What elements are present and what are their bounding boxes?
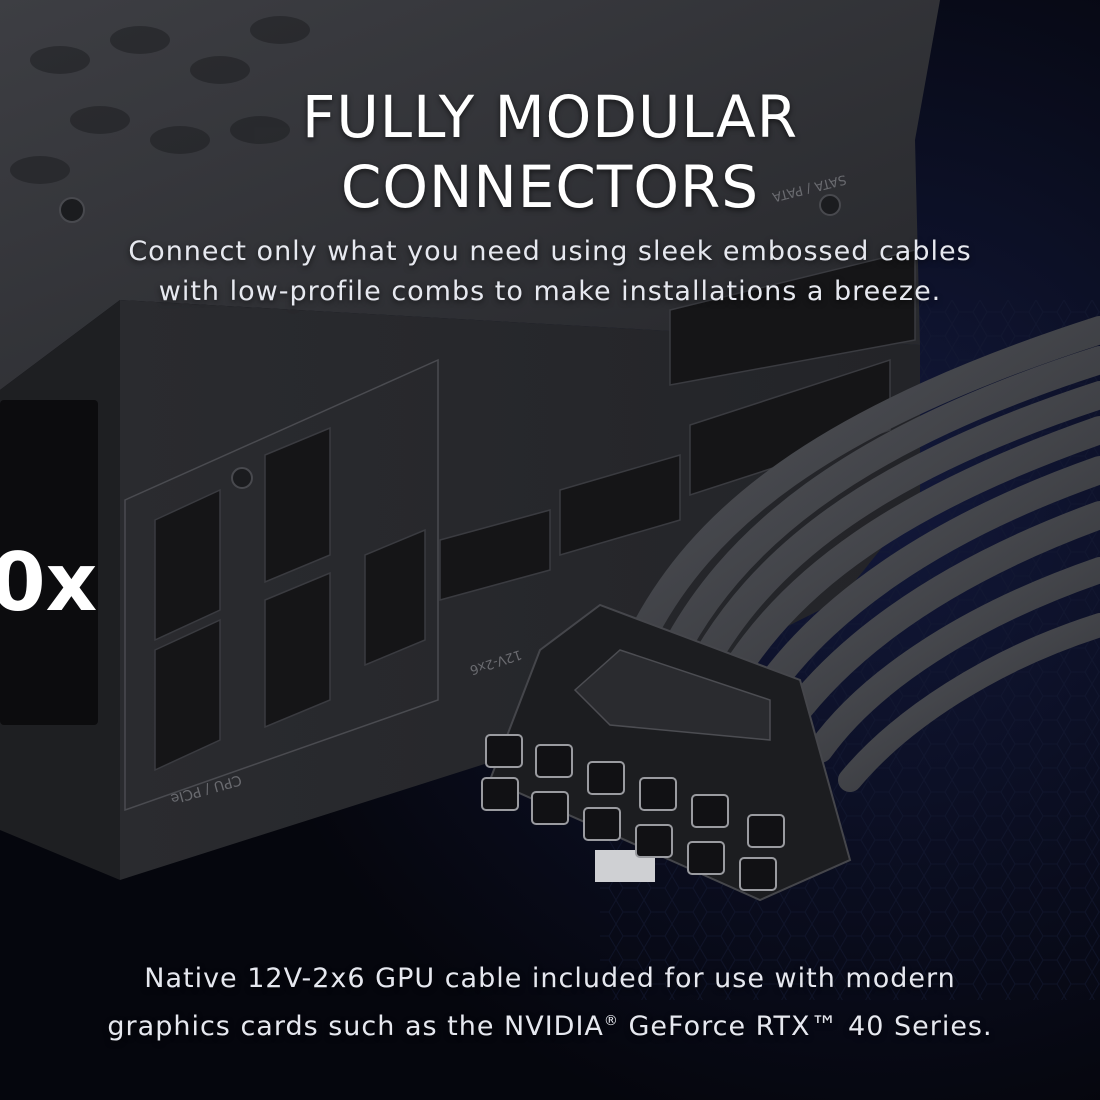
pcie-socket: [154, 618, 221, 772]
model-label-panel: [0, 400, 98, 725]
footnote-line-2-end: GeForce RTX™ 40 Series.: [618, 1011, 993, 1042]
cable-strand: [838, 613, 1100, 792]
title-line-1: FULLY MODULAR: [301, 83, 799, 151]
connector-pin: [485, 734, 523, 768]
gpu-cable-bundle: [626, 316, 1100, 792]
connector-pin: [687, 841, 725, 875]
connector-pin: [635, 824, 673, 858]
cable-strand: [686, 381, 1100, 684]
title-line-2: CONNECTORS: [340, 153, 760, 221]
screw-front-icon: [231, 467, 253, 489]
cable-strand: [656, 346, 1100, 674]
connector-pins: [481, 734, 785, 891]
connector-pin: [747, 814, 785, 848]
subtitle-line-2: with low-profile combs to make installat…: [158, 276, 942, 307]
pcie-socket: [264, 571, 331, 729]
connector-pin: [587, 761, 625, 795]
connector-pin: [691, 794, 729, 828]
connector-pin: [739, 857, 777, 891]
psu-vent-texture: [10, 16, 310, 184]
atx-socket: [689, 358, 891, 497]
screw-top-right-icon: [819, 194, 841, 216]
footnote: Native 12V-2x6 GPU cable included for us…: [0, 958, 1100, 1048]
cpu-pcie-outline: [124, 358, 439, 812]
cable-strand: [776, 501, 1100, 734]
cable-strand: [716, 416, 1100, 694]
psu-top-face: [0, 0, 940, 390]
atx-socket: [669, 249, 916, 386]
subtitle: Connect only what you need using sleek e…: [0, 232, 1100, 312]
page-title: FULLY MODULAR CONNECTORS: [0, 82, 1100, 222]
pcie-socket: [264, 426, 331, 584]
connector-pin: [481, 777, 519, 811]
atx-socket: [559, 454, 681, 556]
model-label-text: 0x: [0, 536, 97, 629]
cable-strand: [807, 557, 1100, 763]
cable-strand: [746, 456, 1100, 714]
footnote-line-2-start: graphics cards such as the NVIDIA: [107, 1011, 604, 1042]
pcie-sockets: [154, 426, 426, 772]
pcie-socket: [364, 528, 426, 667]
subtitle-line-1: Connect only what you need using sleek e…: [128, 236, 972, 267]
twelve-v-socket: [439, 509, 551, 601]
footnote-line-2: graphics cards such as the NVIDIA® GeFor…: [0, 1000, 1100, 1048]
cable-strand: [626, 316, 1100, 654]
connector-pin: [583, 807, 621, 841]
pcie-socket: [154, 488, 221, 642]
registered-mark: ®: [603, 1013, 619, 1029]
connector-pin: [639, 777, 677, 811]
atx-sockets: [559, 249, 916, 556]
footnote-line-1: Native 12V-2x6 GPU cable included for us…: [144, 963, 956, 994]
connector-pin: [531, 791, 569, 825]
screw-top-icon: [59, 197, 85, 223]
connector-pin: [535, 744, 573, 778]
